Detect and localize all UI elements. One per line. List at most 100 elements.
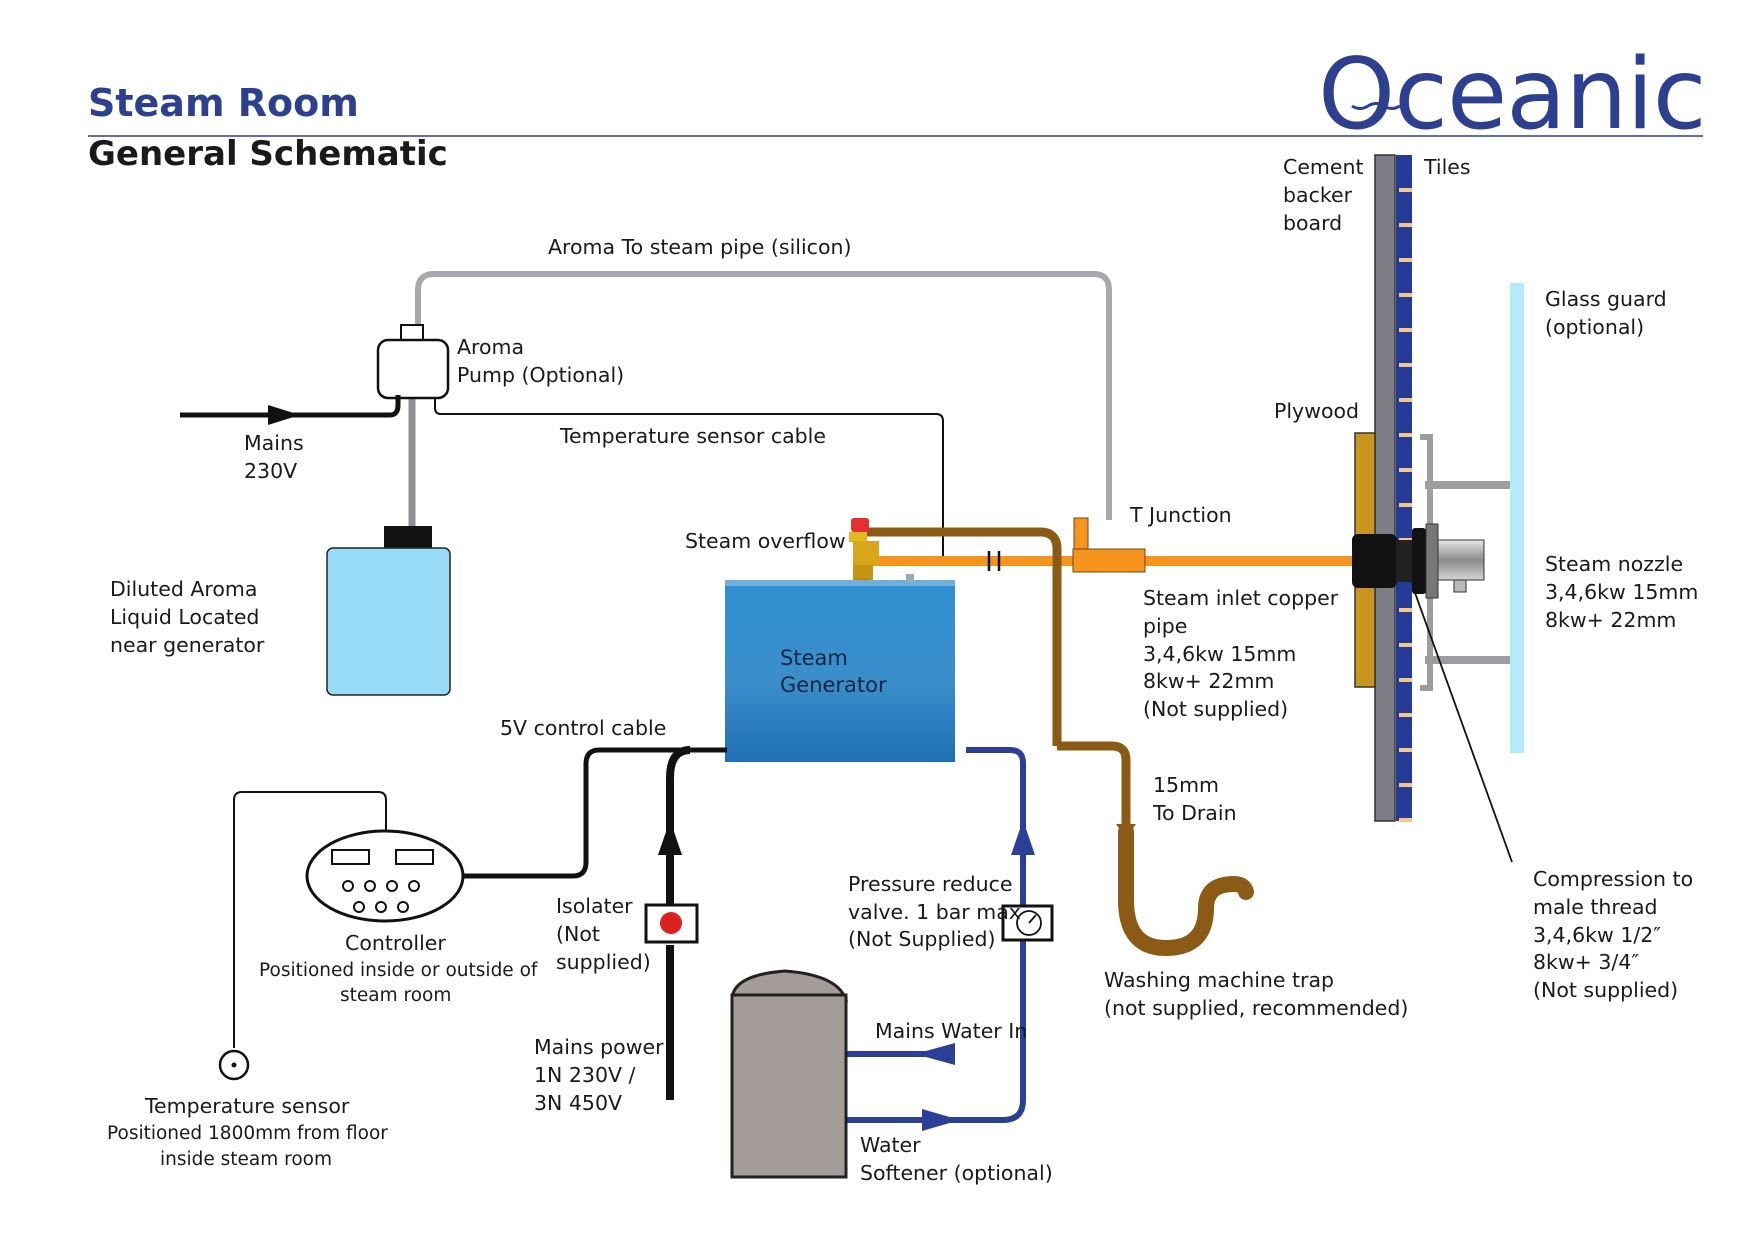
tile-grout-line — [1399, 293, 1412, 297]
controller-button[interactable] — [353, 901, 365, 913]
aroma-bottle — [326, 526, 451, 696]
controller-display-right — [395, 849, 434, 865]
label-temp-sensor-2: Positioned 1800mm from floor — [107, 1123, 388, 1144]
page-subtitle: General Schematic — [88, 134, 448, 174]
controller-button[interactable] — [386, 880, 398, 892]
label-inlet-1: Steam inlet copper — [1143, 586, 1339, 610]
tile-grout-line — [1399, 398, 1412, 402]
label-mains-power-3: 3N 450V — [534, 1091, 622, 1115]
label-diluted-3: near generator — [110, 633, 265, 657]
steam-generator: Steam Generator — [725, 574, 955, 762]
label-controller-2: Positioned inside or outside of — [259, 960, 538, 981]
steam-overflow-valve — [849, 518, 879, 588]
label-isolater-2: (Not — [556, 922, 600, 946]
label-temp-sensor-1: Temperature sensor — [144, 1094, 350, 1118]
tile-grout-line — [1399, 783, 1412, 787]
label-prv-1: Pressure reduce — [848, 872, 1013, 896]
controller-buttons[interactable] — [342, 880, 420, 913]
label-cement-1: Cement — [1283, 155, 1364, 179]
label-compression-5: (Not supplied) — [1533, 978, 1678, 1002]
tile-grout-line — [1399, 433, 1412, 437]
aroma-pump — [376, 324, 450, 400]
label-compression-1: Compression to — [1533, 867, 1693, 891]
tile-grout-line — [1399, 223, 1412, 227]
mains-power-cable — [658, 746, 691, 1100]
label-control-cable: 5V control cable — [500, 716, 666, 740]
tile-grout-line — [1399, 678, 1412, 682]
controller-button[interactable] — [364, 880, 376, 892]
label-isolater-1: Isolater — [556, 894, 633, 918]
controller-display-left — [331, 849, 370, 865]
label-glass-1: Glass guard — [1545, 287, 1667, 311]
label-temp-cable: Temperature sensor cable — [559, 424, 826, 448]
label-mains-power-2: 1N 230V / — [534, 1063, 636, 1087]
label-temp-sensor-3: inside steam room — [160, 1149, 332, 1170]
label-t-junction: T Junction — [1129, 503, 1232, 527]
isolater-switch[interactable] — [644, 903, 699, 944]
label-trap-2: (not supplied, recommended) — [1104, 996, 1408, 1020]
water-softener — [730, 969, 849, 1179]
tile-grout-line — [1399, 503, 1412, 507]
label-drain-2: To Drain — [1152, 801, 1237, 825]
label-trap-1: Washing machine trap — [1104, 968, 1334, 992]
tile-grout-line — [1399, 713, 1412, 717]
header: Steam Room General Schematic Oceanic — [88, 38, 1707, 174]
tile-grout-line — [1399, 468, 1412, 472]
label-prv-2: valve. 1 bar max — [848, 900, 1021, 924]
label-mains-2: 230V — [244, 459, 297, 483]
label-tiles: Tiles — [1423, 155, 1471, 179]
generator-label-1: Steam — [780, 646, 848, 670]
label-inlet-2: pipe — [1143, 614, 1187, 638]
aroma-pipe — [408, 271, 1112, 530]
generator-label-2: Generator — [780, 673, 887, 697]
tile-grout-line — [1399, 363, 1412, 367]
label-softener-1: Water — [860, 1133, 921, 1157]
controller[interactable] — [233, 791, 465, 1048]
labels: Aroma To steam pipe (silicon) Aroma Pump… — [107, 155, 1698, 1185]
label-compression-2: male thread — [1533, 895, 1658, 919]
controller-button[interactable] — [375, 901, 387, 913]
compression-fitting — [1352, 534, 1397, 588]
label-mains-water-in: Mains Water In — [875, 1019, 1027, 1043]
tile-grout-line — [1399, 748, 1412, 752]
tile-grout-line — [1399, 643, 1412, 647]
label-mains-power-1: Mains power — [534, 1035, 664, 1059]
pressure-reduce-valve[interactable] — [1001, 904, 1054, 942]
label-aroma-pump-1: Aroma — [457, 335, 524, 359]
label-drain-1: 15mm — [1153, 773, 1219, 797]
label-inlet-4: 8kw+ 22mm — [1143, 669, 1274, 693]
glass-guard — [1510, 283, 1524, 753]
label-isolater-3: supplied) — [556, 950, 651, 974]
label-inlet-3: 3,4,6kw 15mm — [1143, 642, 1296, 666]
controller-button[interactable] — [397, 901, 409, 913]
label-inlet-5: (Not supplied) — [1143, 697, 1288, 721]
controller-button[interactable] — [408, 880, 420, 892]
tile-column — [1396, 155, 1412, 821]
label-compression-3: 3,4,6kw 1/2″ — [1533, 923, 1661, 947]
steam-inlet-pipe — [872, 517, 1355, 573]
label-nozzle-3: 8kw+ 22mm — [1545, 608, 1676, 632]
label-controller-1: Controller — [345, 931, 446, 955]
temp-sensor-cable — [434, 398, 1003, 560]
label-cement-2: backer — [1283, 183, 1353, 207]
mains-230v-cable — [180, 395, 401, 425]
page-title: Steam Room — [88, 81, 359, 125]
compression-leader — [1413, 589, 1513, 863]
label-diluted-1: Diluted Aroma — [110, 577, 257, 601]
drain-pipe — [866, 527, 1254, 957]
label-mains-1: Mains — [244, 431, 304, 455]
tile-grout-line — [1399, 818, 1412, 822]
temperature-sensor — [218, 1049, 250, 1081]
label-steam-overflow: Steam overflow — [685, 529, 846, 553]
label-cement-3: board — [1283, 211, 1342, 235]
tile-grout-line — [1399, 188, 1412, 192]
controller-button[interactable] — [342, 880, 354, 892]
wall-assembly — [1354, 154, 1524, 822]
label-aroma-pump-2: Pump (Optional) — [457, 363, 624, 387]
steam-nozzle — [1352, 523, 1485, 599]
label-compression-4: 8kw+ 3/4″ — [1533, 950, 1639, 974]
label-diluted-2: Liquid Located — [110, 605, 259, 629]
cement-backer-board — [1374, 154, 1396, 822]
label-plywood: Plywood — [1274, 399, 1359, 423]
